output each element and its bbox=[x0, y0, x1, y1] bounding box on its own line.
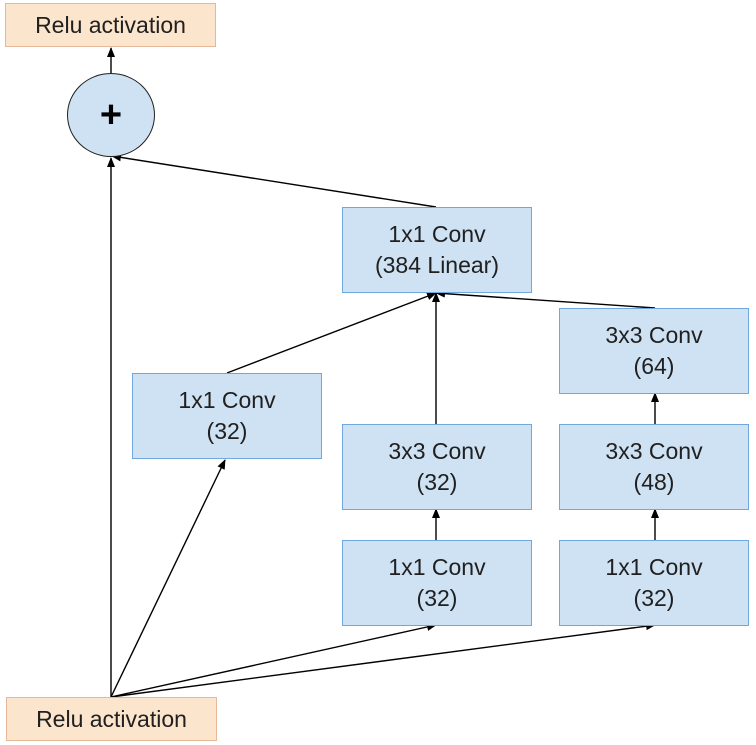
conv-linear-line2: (384 Linear) bbox=[374, 252, 500, 278]
arrow-input-to-branch3 bbox=[110, 622, 656, 698]
branch3-conv3x3-top-line1: 3x3 Conv bbox=[605, 322, 703, 348]
branch3-conv3x3-top-line2: (64) bbox=[633, 353, 675, 379]
conv-linear-line1: 1x1 Conv bbox=[388, 221, 486, 247]
arrow-branch1-to-linear bbox=[226, 292, 437, 374]
branch1-conv-line1: 1x1 Conv bbox=[178, 387, 276, 413]
arrow-linear-to-sum bbox=[111, 153, 437, 208]
arrow-branch3-to-linear bbox=[435, 289, 656, 309]
branch3-conv1x1-line1: 1x1 Conv bbox=[605, 554, 703, 580]
branch2-conv-3x3: 3x3 Conv (32) bbox=[342, 424, 532, 510]
branch3-conv-3x3-48: 3x3 Conv (48) bbox=[559, 424, 749, 510]
branch2-conv3x3-line2: (32) bbox=[416, 469, 458, 495]
branch1-conv-line2: (32) bbox=[206, 418, 248, 444]
branch2-conv1x1-line2: (32) bbox=[416, 585, 458, 611]
arrow-input-to-branch1 bbox=[110, 459, 226, 698]
relu-output-label: Relu activation bbox=[35, 11, 186, 38]
branch3-conv1x1-line2: (32) bbox=[633, 585, 675, 611]
branch3-conv-3x3-64: 3x3 Conv (64) bbox=[559, 308, 749, 394]
branch3-conv-1x1: 1x1 Conv (32) bbox=[559, 540, 749, 626]
relu-input-label: Relu activation bbox=[36, 705, 187, 732]
conv-1x1-linear: 1x1 Conv (384 Linear) bbox=[342, 207, 532, 293]
relu-activation-input: Relu activation bbox=[6, 697, 217, 741]
branch3-conv3x3-mid-line1: 3x3 Conv bbox=[605, 438, 703, 464]
branch2-conv1x1-line1: 1x1 Conv bbox=[388, 554, 486, 580]
relu-activation-output: Relu activation bbox=[5, 3, 216, 47]
sum-node: + bbox=[67, 73, 155, 157]
branch1-conv-1x1: 1x1 Conv (32) bbox=[132, 373, 322, 459]
arrow-input-to-branch2 bbox=[110, 623, 437, 698]
plus-icon: + bbox=[99, 93, 123, 136]
branch2-conv-1x1: 1x1 Conv (32) bbox=[342, 540, 532, 626]
branch2-conv3x3-line1: 3x3 Conv bbox=[388, 438, 486, 464]
branch3-conv3x3-mid-line2: (48) bbox=[633, 469, 675, 495]
